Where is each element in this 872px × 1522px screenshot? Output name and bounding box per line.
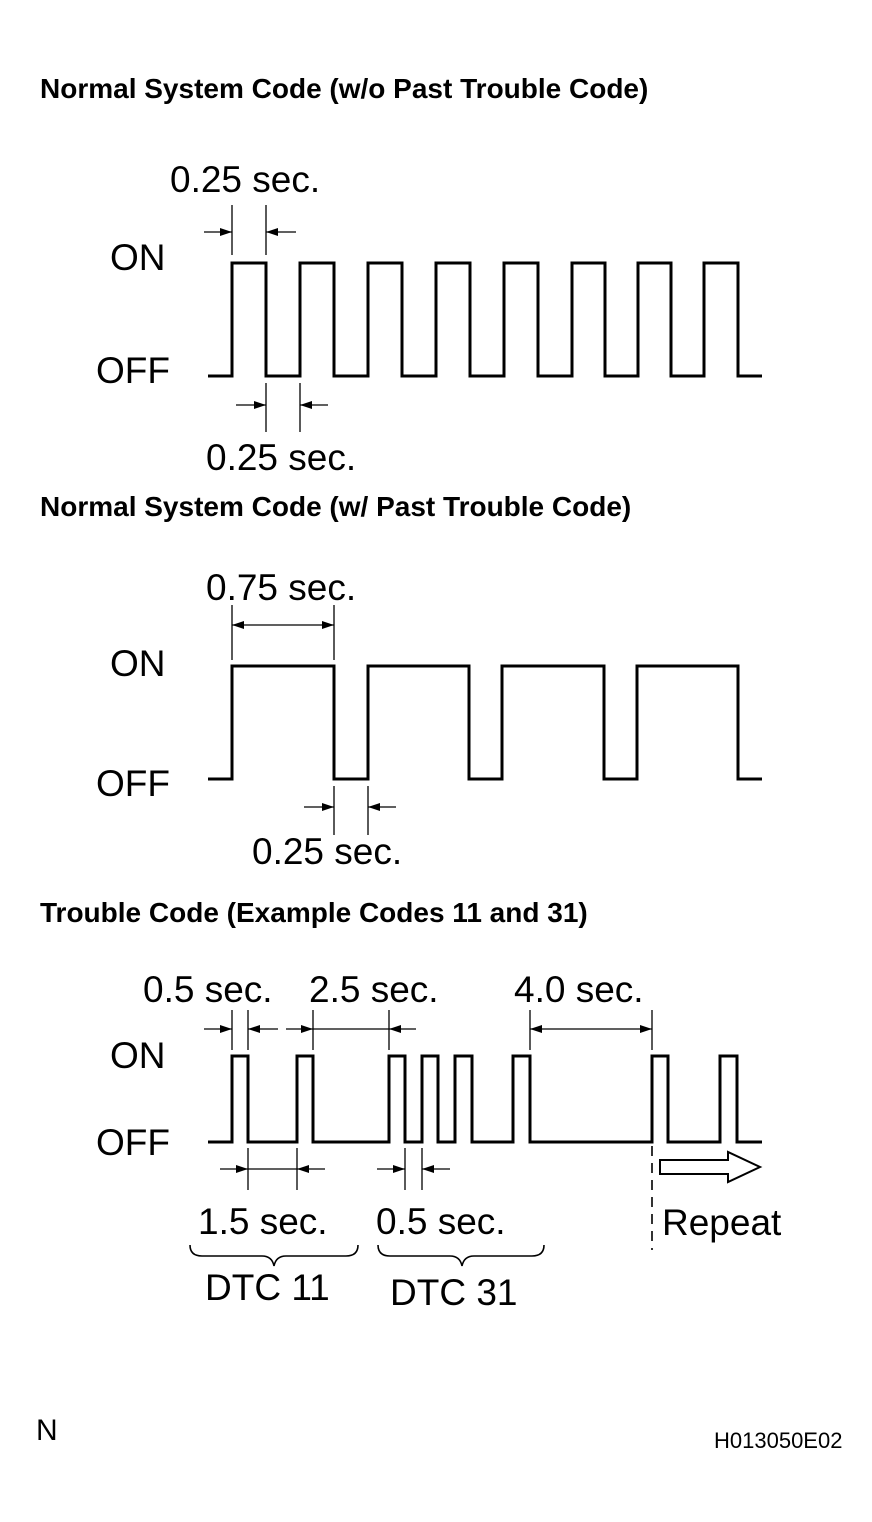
section1-off-duration: 0.25 sec.	[206, 437, 356, 478]
figure-id: H013050E02	[714, 1428, 842, 1453]
section3-short-off-dimension	[377, 1148, 450, 1190]
section2-on-label: ON	[110, 643, 166, 684]
section3-pulse-dimension	[204, 1010, 278, 1050]
corner-letter: N	[36, 1414, 58, 1447]
section2-off-label: OFF	[96, 763, 170, 804]
section2-waveform	[208, 664, 762, 781]
section1-on-duration: 0.25 sec.	[170, 159, 320, 200]
section2-off-duration: 0.25 sec.	[252, 831, 402, 872]
section3-pulse-gap-duration: 1.5 sec.	[198, 1201, 328, 1242]
dtc31-brace	[377, 1244, 545, 1267]
repeat-arrow-icon	[659, 1150, 763, 1184]
section3-code-gap-dimension	[529, 1010, 653, 1050]
section3-code-gap-duration: 4.0 sec.	[514, 969, 644, 1010]
section1-off-dimension	[236, 383, 328, 432]
section2-on-dimension	[231, 605, 335, 660]
section2-off-dimension	[304, 786, 396, 835]
section1-on-label: ON	[110, 237, 166, 278]
dtc11-brace	[189, 1244, 359, 1267]
section3-digit-gap-dimension	[286, 1010, 416, 1050]
section3-title: Trouble Code (Example Codes 11 and 31)	[40, 897, 588, 928]
section1-off-label: OFF	[96, 350, 170, 391]
section3-pulse-gap-dimension	[220, 1148, 325, 1190]
section1-waveform	[208, 261, 762, 378]
dtc11-label: DTC 11	[205, 1267, 330, 1308]
section1-on-dimension	[204, 205, 296, 255]
section3-digit-gap-duration: 2.5 sec.	[309, 969, 439, 1010]
section3-waveform	[208, 1054, 762, 1144]
dtc31-label: DTC 31	[390, 1272, 517, 1313]
section3-short-off-duration: 0.5 sec.	[376, 1201, 506, 1242]
section2-on-duration: 0.75 sec.	[206, 567, 356, 608]
section3-pulse-duration: 0.5 sec.	[143, 969, 273, 1010]
section2-title: Normal System Code (w/ Past Trouble Code…	[40, 491, 631, 522]
repeat-label: Repeat	[662, 1202, 782, 1243]
section3-on-label: ON	[110, 1035, 166, 1076]
section1-title: Normal System Code (w/o Past Trouble Cod…	[40, 73, 648, 104]
section3-off-label: OFF	[96, 1122, 170, 1163]
